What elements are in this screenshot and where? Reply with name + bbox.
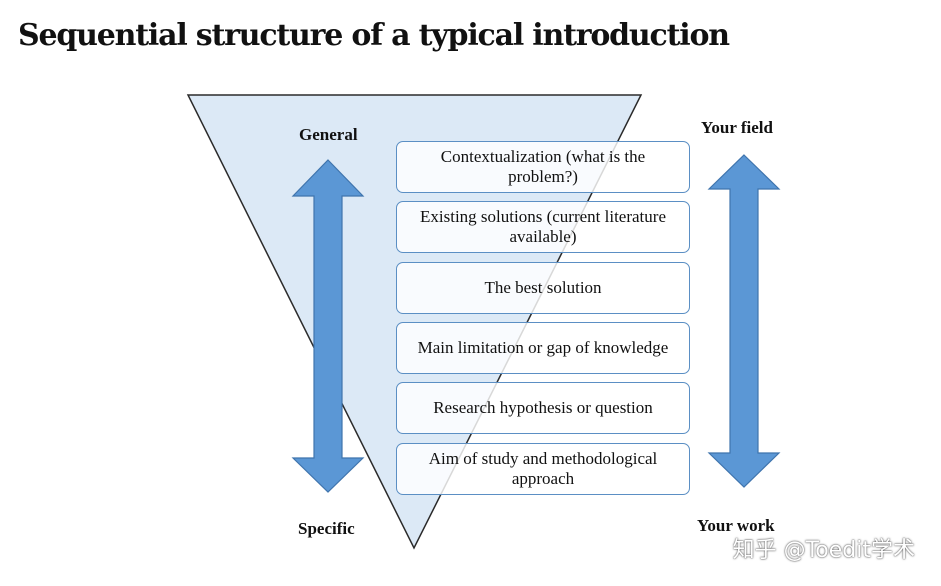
label-general: General [299,125,358,144]
page-title: Sequential structure of a typical introd… [18,18,730,53]
step-box-best-solution: The best solution [396,262,690,314]
step-box-existing-solutions: Existing solutions (current literature a… [396,201,690,253]
label-your-field: Your field [701,118,773,137]
right-double-arrow [707,154,781,488]
step-box-contextualization: Contextualization (what is the problem?) [396,141,690,193]
label-your-work: Your work [697,516,775,535]
label-specific: Specific [298,519,355,538]
step-box-aim-of-study: Aim of study and methodological approach [396,443,690,495]
left-double-arrow [291,159,365,493]
step-box-limitation-gap: Main limitation or gap of knowledge [396,322,690,374]
watermark: 知乎 @Toedit学术 [732,538,915,563]
step-box-research-hypothesis: Research hypothesis or question [396,382,690,434]
